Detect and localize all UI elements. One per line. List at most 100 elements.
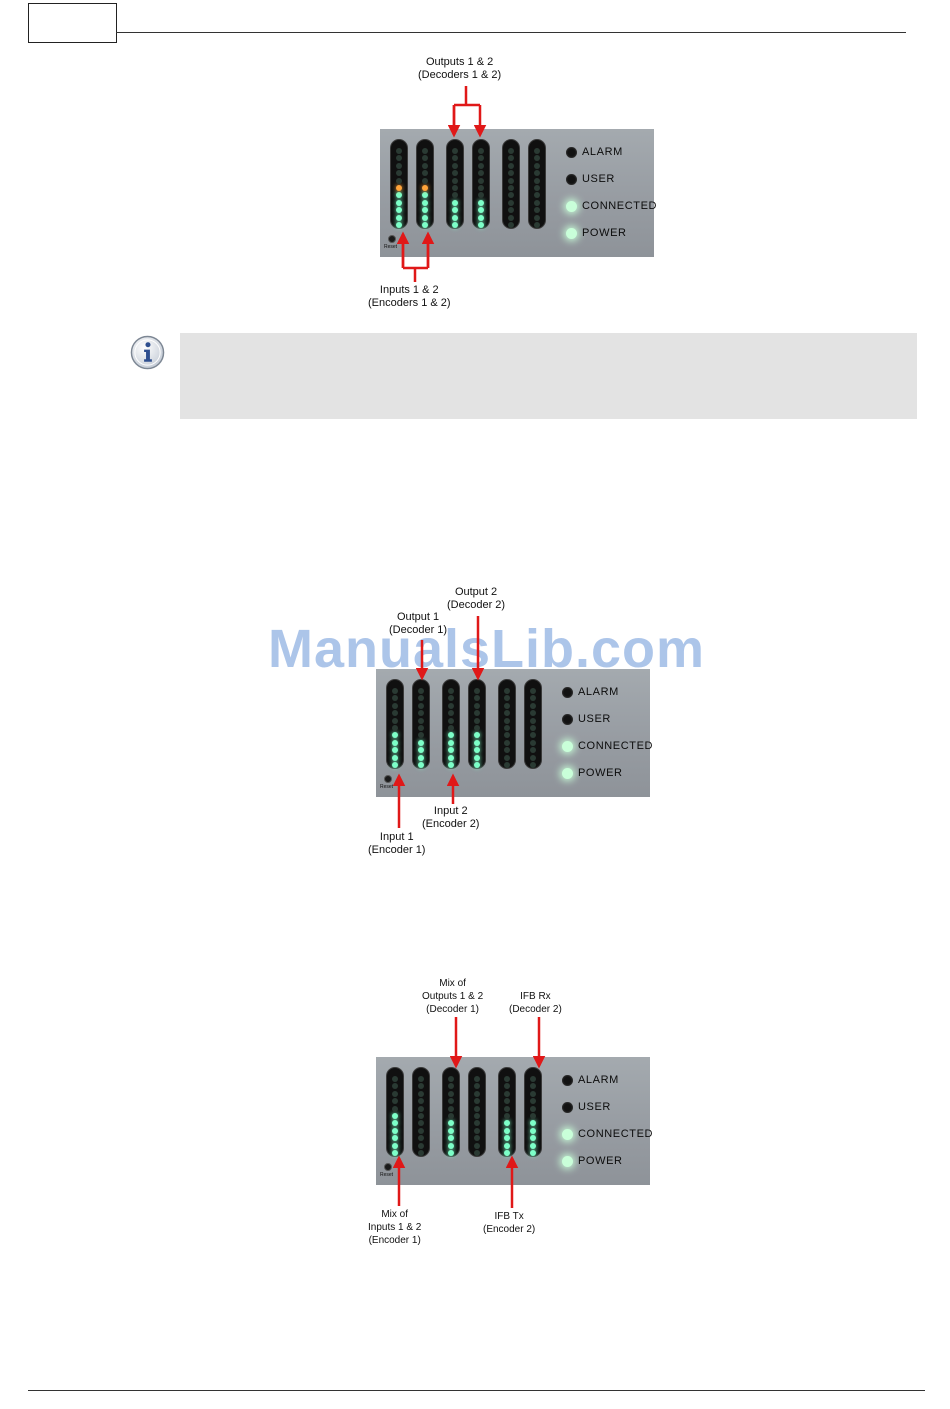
fig2-output1-label: Output 1 (Decoder 1): [389, 611, 448, 636]
meter-led: [422, 214, 428, 221]
meter-led: [448, 1083, 454, 1090]
meter-led: [392, 1135, 398, 1142]
meter-led: [448, 1135, 454, 1142]
meter-led: [422, 170, 428, 177]
meter-led: [448, 739, 454, 746]
meter-led: [418, 695, 424, 702]
header-rule: [116, 32, 906, 33]
fig2-reset-button: [384, 775, 392, 783]
meter-led: [504, 695, 510, 702]
meter-led: [392, 725, 398, 731]
fig2-indicator-connected-led: [562, 741, 573, 752]
fig1-level-meter-1: [390, 139, 408, 229]
meter-led: [418, 1113, 424, 1119]
meter-led: [422, 162, 428, 169]
fig1-level-meter-4: [472, 139, 490, 229]
meter-led: [418, 717, 424, 724]
meter-led: [530, 739, 536, 746]
meter-led: [534, 222, 540, 228]
meter-led: [508, 185, 514, 191]
meter-led: [530, 702, 536, 709]
meter-led: [508, 177, 514, 184]
meter-led: [534, 162, 540, 169]
meter-led: [508, 192, 514, 199]
meter-led: [530, 717, 536, 724]
meter-led: [478, 199, 484, 206]
fig2-indicator-power-led: [562, 768, 573, 779]
fig2-indicator-power-label: POWER: [578, 767, 623, 779]
meter-led: [418, 1127, 424, 1134]
meter-led: [392, 1113, 398, 1119]
meter-led: [474, 1076, 480, 1082]
meter-led: [534, 148, 540, 154]
meter-led: [508, 199, 514, 206]
meter-led: [530, 1076, 536, 1082]
meter-led: [396, 214, 402, 221]
meter-led: [504, 1083, 510, 1090]
meter-led: [504, 732, 510, 739]
meter-led: [418, 762, 424, 768]
fig1-outputs-label: Outputs 1 & 2 (Decoders 1 & 2): [418, 56, 502, 81]
meter-led: [530, 747, 536, 754]
meter-led: [530, 1135, 536, 1142]
meter-led: [534, 185, 540, 191]
fig3-indicator-connected-led: [562, 1129, 573, 1140]
fig2-indicator-alarm-label: ALARM: [578, 686, 619, 698]
meter-led: [452, 148, 458, 154]
meter-led: [474, 1083, 480, 1090]
meter-led: [452, 162, 458, 169]
meter-led: [530, 1120, 536, 1127]
meter-led: [474, 1142, 480, 1149]
meter-led: [474, 739, 480, 746]
meter-led: [504, 1105, 510, 1112]
meter-led: [448, 695, 454, 702]
meter-led: [418, 1105, 424, 1112]
fig1-indicator-power-led: [566, 228, 577, 239]
meter-led: [448, 1090, 454, 1097]
meter-led: [448, 710, 454, 717]
meter-led: [452, 177, 458, 184]
meter-led: [448, 702, 454, 709]
fig3-reset-label: Reset: [380, 1172, 394, 1178]
meter-led: [396, 192, 402, 199]
meter-led: [392, 702, 398, 709]
meter-led: [392, 1120, 398, 1127]
meter-led: [448, 732, 454, 739]
meter-led: [418, 710, 424, 717]
meter-led: [392, 1083, 398, 1090]
fig2-level-meter-2: [412, 679, 430, 769]
meter-led: [392, 739, 398, 746]
meter-led: [474, 695, 480, 702]
meter-led: [448, 717, 454, 724]
meter-led: [452, 199, 458, 206]
meter-led: [392, 762, 398, 768]
fig2-input1-label: Input 1 (Encoder 1): [368, 831, 426, 856]
meter-led: [478, 155, 484, 162]
meter-led: [530, 710, 536, 717]
meter-led: [474, 1090, 480, 1097]
meter-led: [418, 739, 424, 746]
meter-led: [504, 702, 510, 709]
meter-led: [418, 1150, 424, 1156]
fig1-indicator-user-label: USER: [582, 173, 615, 185]
meter-led: [508, 207, 514, 214]
fig2-output2-label: Output 2 (Decoder 2): [447, 586, 506, 611]
meter-led: [392, 695, 398, 702]
fig1-indicator-user-led: [566, 174, 577, 185]
meter-led: [422, 192, 428, 199]
fig3-indicator-user-label: USER: [578, 1101, 611, 1113]
meter-led: [474, 747, 480, 754]
meter-led: [448, 754, 454, 761]
fig3-mix-outputs-label: Mix of Outputs 1 & 2 (Decoder 1): [422, 978, 484, 1015]
meter-led: [534, 207, 540, 214]
meter-led: [530, 725, 536, 731]
meter-led: [396, 170, 402, 177]
meter-led: [392, 1090, 398, 1097]
meter-led: [392, 732, 398, 739]
meter-led: [392, 1098, 398, 1105]
fig1-level-meter-5: [502, 139, 520, 229]
meter-led: [392, 1105, 398, 1112]
meter-led: [418, 754, 424, 761]
